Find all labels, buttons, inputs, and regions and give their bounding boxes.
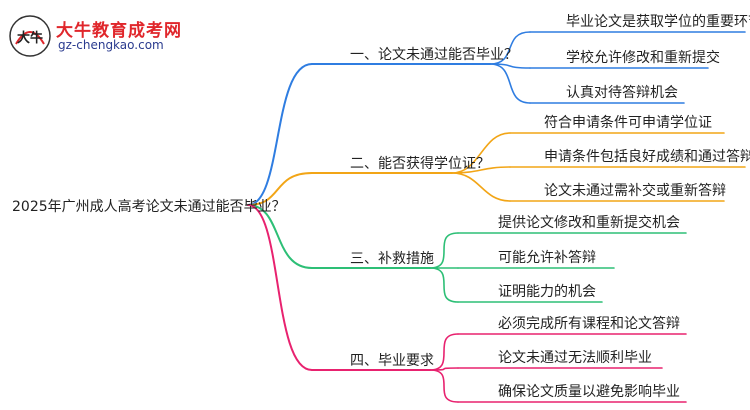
- branch-label-3: 三、补救措施: [350, 251, 434, 267]
- leaf-label-4-1: 必须完成所有课程和论文答辩: [498, 316, 680, 332]
- leaf-label-1-1: 毕业论文是获取学位的重要环节: [566, 14, 750, 30]
- svg-text:大牛: 大牛: [17, 30, 43, 46]
- branch-connector-4: [247, 204, 313, 371]
- leaf-connector-4-3: [429, 369, 459, 403]
- leaf-connector-2-3: [451, 172, 511, 202]
- leaf-connector-4-2: [429, 367, 459, 371]
- root-node: 2025年广州成人高考论文未通过能否毕业？: [12, 199, 286, 215]
- leaf-label-4-3: 确保论文质量以避免影响毕业: [498, 384, 680, 400]
- logo-url: gz-chengkao.com: [58, 38, 164, 52]
- leaf-label-2-1: 符合申请条件可申请学位证: [544, 115, 712, 131]
- leaf-label-3-1: 提供论文修改和重新提交机会: [498, 215, 680, 231]
- leaf-label-4-2: 论文未通过无法顺利毕业: [498, 350, 652, 366]
- leaf-label-1-2: 学校允许修改和重新提交: [566, 50, 720, 66]
- leaf-label-2-2: 申请条件包括良好成绩和通过答辩: [544, 149, 750, 165]
- logo-name: 大牛教育成考网: [56, 21, 182, 41]
- branch-connector-1: [247, 63, 313, 206]
- branch-label-1: 一、论文未通过能否毕业？: [350, 47, 518, 63]
- logo-badge-icon: 大牛: [9, 15, 51, 57]
- leaf-connector-1-1: [489, 31, 531, 65]
- logo: 大牛 大牛教育成考网 gz-chengkao.com: [8, 14, 238, 58]
- branch-connector-3: [247, 204, 313, 269]
- leaf-connector-3-1: [429, 232, 459, 269]
- branch-label-2: 二、能否获得学位证？: [350, 156, 490, 172]
- branch-label-4: 四、毕业要求: [350, 353, 434, 369]
- leaf-label-3-3: 证明能力的机会: [498, 284, 596, 300]
- leaf-connector-2-1: [451, 132, 511, 174]
- leaf-connector-1-3: [489, 63, 531, 104]
- leaf-connector-4-1: [429, 333, 459, 371]
- leaf-connector-3-3: [429, 267, 459, 303]
- leaf-label-3-2: 可能允许补答辩: [498, 250, 596, 266]
- branch-connector-2: [247, 172, 313, 206]
- leaf-label-2-3: 论文未通过需补交或重新答辩: [544, 183, 726, 199]
- leaf-label-1-3: 认真对待答辩机会: [566, 85, 678, 101]
